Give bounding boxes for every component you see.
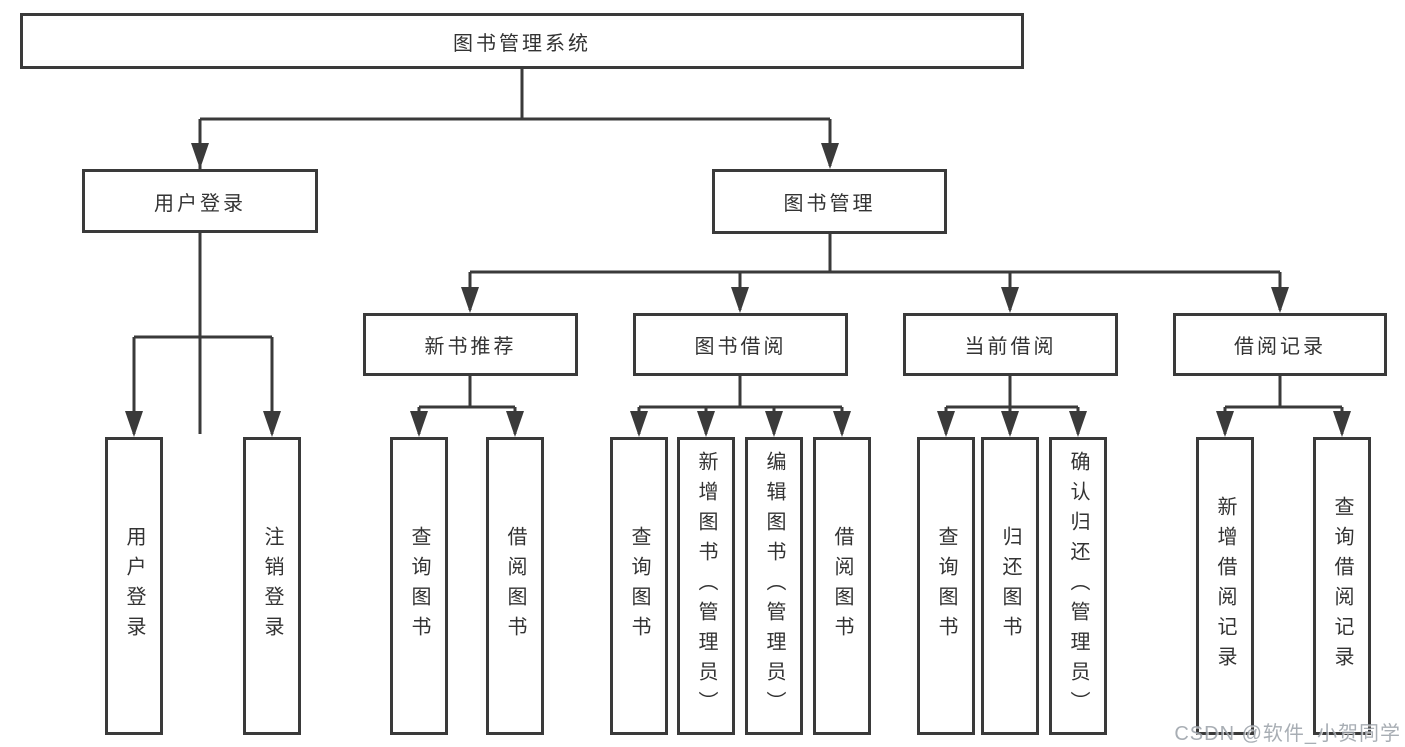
leaf-edit-book-admin-label: 编辑图书（管理员） [763,451,785,721]
edge-new-book-recommendation-to-leaves [410,376,524,437]
leaf-confirm-return-admin: 确认归还（管理员） [1049,437,1107,735]
arrowhead-leaf-query-books-3 [937,411,955,437]
edge-line [468,234,1282,310]
node-new-book-recommendation-label: 新书推荐 [424,336,517,358]
leaf-user-login-label: 用户登录 [123,526,145,646]
arrowhead-current-borrowing [1001,287,1019,313]
leaf-borrow-books-recommend-label: 借阅图书 [504,526,526,646]
arrowhead-leaf-confirm-return [1069,411,1087,437]
edge-line [132,233,274,434]
arrowhead-leaf-edit-book [765,411,783,437]
leaf-add-book-admin-label: 新增图书（管理员） [695,451,717,721]
node-user-login-label: 用户登录 [154,192,246,215]
leaf-edit-book-admin: 编辑图书（管理员） [745,437,803,735]
arrowhead-book-management [821,143,839,169]
arrowhead-book-borrowing [731,287,749,313]
node-user-login: 用户登录 [82,169,318,233]
leaf-borrow-books-recommend: 借阅图书 [486,437,544,735]
leaf-user-login: 用户登录 [105,437,163,735]
arrowhead-leaf-borrow-books-1 [506,411,524,437]
arrowhead-leaf-add-book [697,411,715,437]
node-current-borrowing-label: 当前借阅 [964,336,1057,358]
leaf-confirm-return-admin-label: 确认归还（管理员） [1067,451,1089,721]
edge-line [637,376,844,434]
edge-book-borrowing-to-leaves [630,376,851,437]
arrowhead-user-login [191,143,209,169]
leaf-query-books-current-label: 查询图书 [935,526,957,646]
leaf-add-book-admin: 新增图书（管理员） [677,437,735,735]
leaf-return-book: 归还图书 [981,437,1039,735]
arrowhead-leaf-logout [263,411,281,437]
arrowhead-leaf-user-login [125,411,143,437]
leaf-query-borrow-record-label: 查询借阅记录 [1331,496,1353,676]
leaf-query-books-borrow: 查询图书 [610,437,668,735]
arrowhead-leaf-query-books-1 [410,411,428,437]
node-library-management-system-label: 图书管理系统 [453,32,591,55]
node-current-borrowing: 当前借阅 [903,313,1118,376]
edge-line [944,376,1080,434]
leaf-add-borrow-record: 新增借阅记录 [1196,437,1254,735]
arrowhead-leaf-borrow-books-2 [833,411,851,437]
leaf-query-books-recommend-label: 查询图书 [408,526,430,646]
edge-line [198,69,832,434]
node-book-management-label: 图书管理 [783,193,876,215]
node-book-borrowing: 图书借阅 [633,313,848,376]
edge-user-login-to-leaves [125,233,281,437]
edge-line [1223,376,1344,434]
arrowhead-leaf-query-record [1333,411,1351,437]
arrowhead-leaf-return-book [1001,411,1019,437]
edge-borrowing-records-to-leaves [1216,376,1351,437]
leaf-logout: 注销登录 [243,437,301,735]
leaf-query-books-current: 查询图书 [917,437,975,735]
node-book-borrowing-label: 图书借阅 [694,336,787,358]
leaf-logout-label: 注销登录 [261,526,283,646]
edge-book-management-to-level3 [461,234,1289,313]
leaf-query-borrow-record: 查询借阅记录 [1313,437,1371,735]
arrowhead-leaf-query-books-2 [630,411,648,437]
leaf-query-books-borrow-label: 查询图书 [628,526,650,646]
node-new-book-recommendation: 新书推荐 [363,313,578,376]
leaf-borrow-books-label: 借阅图书 [831,526,853,646]
edge-current-borrowing-to-leaves [937,376,1087,437]
leaf-add-borrow-record-label: 新增借阅记录 [1214,496,1236,676]
edge-root-to-level2 [191,69,839,434]
leaf-query-books-recommend: 查询图书 [390,437,448,735]
leaf-borrow-books: 借阅图书 [813,437,871,735]
csdn-watermark: CSDN @软件_小贺同学 [1174,723,1401,745]
arrowhead-borrowing-records [1271,287,1289,313]
node-library-management-system: 图书管理系统 [20,13,1024,69]
edge-line [417,376,517,434]
node-borrowing-records-label: 借阅记录 [1234,336,1326,358]
arrowhead-new-book-recommendation [461,287,479,313]
node-borrowing-records: 借阅记录 [1173,313,1387,376]
leaf-return-book-label: 归还图书 [999,526,1021,646]
arrowhead-leaf-add-record [1216,411,1234,437]
node-book-management: 图书管理 [712,169,947,234]
